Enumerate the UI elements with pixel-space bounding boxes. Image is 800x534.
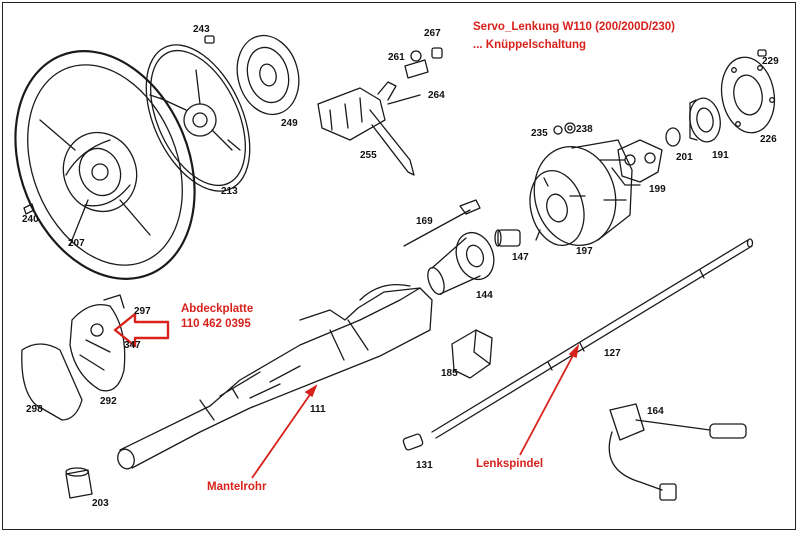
diagram-title: Servo_Lenkung W110 (200/200D/230) bbox=[473, 21, 675, 33]
collar-part bbox=[65, 467, 93, 499]
cover-plate-part-number: 110 462 0395 bbox=[181, 318, 251, 330]
part-number: 131 bbox=[416, 460, 433, 471]
flange-tube-part bbox=[427, 231, 495, 296]
part-number: 235 bbox=[531, 128, 548, 139]
part-number: 297 bbox=[134, 306, 151, 317]
mantelrohr-pointer bbox=[251, 384, 318, 479]
cover-plate-label: Abdeckplatte bbox=[181, 303, 254, 315]
part-number: 127 bbox=[604, 348, 621, 359]
part-number: 144 bbox=[476, 290, 493, 301]
steering-wheel-part bbox=[14, 50, 196, 280]
part-number: 238 bbox=[576, 124, 593, 135]
part-number: 261 bbox=[388, 52, 405, 63]
part-number: 207 bbox=[68, 238, 85, 249]
part-number: 229 bbox=[762, 56, 779, 67]
switch-assembly-part bbox=[317, 47, 443, 176]
bracket-part bbox=[451, 329, 493, 379]
cover-plate-part bbox=[69, 294, 126, 392]
part-number: 240 bbox=[22, 214, 39, 225]
part-number: 201 bbox=[676, 152, 693, 163]
part-number: 197 bbox=[576, 246, 593, 257]
jacket-tube-part bbox=[117, 283, 433, 470]
steering-shaft-part bbox=[431, 238, 754, 439]
part-number: 164 bbox=[647, 406, 664, 417]
bush-part bbox=[494, 229, 521, 247]
turn-signal-switch-part bbox=[608, 403, 747, 501]
mantelrohr-label: Mantelrohr bbox=[207, 481, 267, 493]
cable-part bbox=[403, 199, 481, 247]
part-number: 147 bbox=[512, 252, 529, 263]
part-number: 267 bbox=[424, 28, 441, 39]
lenkspindel-label: Lenkspindel bbox=[476, 458, 544, 470]
horn-ring-part bbox=[145, 44, 251, 192]
part-number: 203 bbox=[92, 498, 109, 509]
steering-housing-part bbox=[529, 139, 633, 247]
nut-part bbox=[553, 122, 576, 135]
cover-plate-arrow bbox=[113, 312, 170, 348]
part-number: 111 bbox=[310, 404, 326, 415]
bearing-part bbox=[689, 97, 721, 143]
gasket-part bbox=[21, 343, 83, 421]
contact-ring-part bbox=[236, 34, 300, 116]
part-number: 185 bbox=[441, 368, 458, 379]
part-number: 249 bbox=[281, 118, 298, 129]
diagram-subtitle: ... Knüppelschaltung bbox=[473, 39, 587, 51]
shaft-bush-part bbox=[402, 433, 424, 451]
part-number: 243 bbox=[193, 24, 210, 35]
part-number: 191 bbox=[712, 150, 729, 161]
part-number: 213 bbox=[221, 186, 238, 197]
part-number: 292 bbox=[100, 396, 117, 407]
part-number: 199 bbox=[649, 184, 666, 195]
screw-part bbox=[23, 203, 35, 215]
clamp-part bbox=[611, 139, 663, 186]
part-number: 255 bbox=[360, 150, 377, 161]
mounting-flange-part bbox=[720, 49, 776, 134]
part-number: 226 bbox=[760, 134, 777, 145]
lenkspindel-pointer bbox=[519, 343, 580, 456]
part-number: 298 bbox=[26, 404, 43, 415]
part-number: 347 bbox=[124, 340, 141, 351]
part-number: 264 bbox=[428, 90, 445, 101]
washer-part bbox=[204, 35, 215, 44]
ring-part bbox=[665, 127, 681, 147]
part-number: 169 bbox=[416, 216, 433, 227]
